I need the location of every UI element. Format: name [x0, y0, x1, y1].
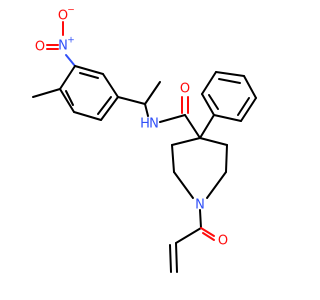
atom-charge: −	[67, 6, 75, 16]
bond-quat-phenyl	[199, 114, 215, 139]
bond-ring1-f	[59, 65, 76, 90]
bond-acyl-c-alpha	[175, 227, 202, 244]
bond-pip-e	[171, 144, 175, 173]
atom-nitro-o-top: O −	[58, 6, 75, 24]
atom-charge: +	[67, 36, 75, 46]
atom-acryl-o: O	[218, 234, 228, 249]
atom-symbol: N	[58, 39, 68, 54]
bond-ph-inner-3	[208, 94, 219, 110]
bond-pip-a	[199, 137, 228, 146]
atom-symbol: N	[195, 198, 205, 213]
atom-labels: O − N + O N H O N O	[35, 6, 228, 249]
atom-piperidine-n: N	[195, 198, 205, 213]
bond-ph-inner-2	[218, 78, 241, 84]
bond-ring1-c	[100, 96, 119, 121]
bond-ring1-inner-2	[97, 96, 112, 115]
atom-nitro-o-left: O	[35, 40, 45, 55]
bond-ph-b	[240, 97, 257, 122]
atom-amide-o: O	[180, 82, 190, 97]
bond-ring1-b	[102, 73, 119, 98]
bond-acyl-o	[200, 227, 215, 237]
bond-ring1-a	[74, 65, 104, 75]
bond-ring1-inner-3	[65, 90, 74, 106]
atom-symbol: O	[35, 40, 45, 55]
bond-nitro-n-ring	[65, 54, 76, 67]
bond-carbonyl-quat	[184, 114, 201, 139]
bond-ring1-d	[73, 111, 102, 121]
bond-pip-f	[171, 137, 201, 146]
bond-vinyl-2	[169, 244, 172, 273]
bond-pip-b	[225, 144, 228, 173]
bond-ph-d	[215, 71, 245, 77]
bond-ph-f	[201, 93, 215, 116]
bond-ring1-e	[59, 88, 75, 113]
bond-pip-d	[173, 171, 194, 199]
bond-lines	[32, 21, 257, 273]
bond-ph-c	[243, 75, 257, 99]
bond-ph-inner-1	[237, 97, 250, 116]
bond-ring1-inner-1	[79, 72, 99, 79]
atom-nitro-n: N +	[58, 36, 75, 54]
bond-ring-to-ch	[117, 96, 146, 105]
atom-symbol: O	[58, 9, 68, 24]
bond-pip-c	[206, 171, 227, 199]
bond-methyl	[32, 88, 61, 98]
atom-symbol: O	[218, 234, 228, 249]
bond-n-acyl	[199, 209, 202, 229]
atom-symbol: O	[180, 82, 190, 97]
atom-symbol: N	[149, 117, 159, 132]
bond-ph-a	[213, 114, 242, 122]
bond-ch-methyl	[144, 81, 161, 105]
molecule-structure-diagram: O − N + O N H O N O	[32, 6, 257, 273]
bond-ph-e	[201, 71, 217, 95]
bond-ch-nh	[144, 103, 149, 117]
bond-nh-carbonyl	[159, 114, 186, 123]
bond-vinyl	[175, 242, 178, 273]
bond-acyl-o-2	[202, 232, 215, 241]
atom-amide-nh: N H	[140, 117, 159, 132]
atom-hydrogen: H	[140, 117, 150, 132]
